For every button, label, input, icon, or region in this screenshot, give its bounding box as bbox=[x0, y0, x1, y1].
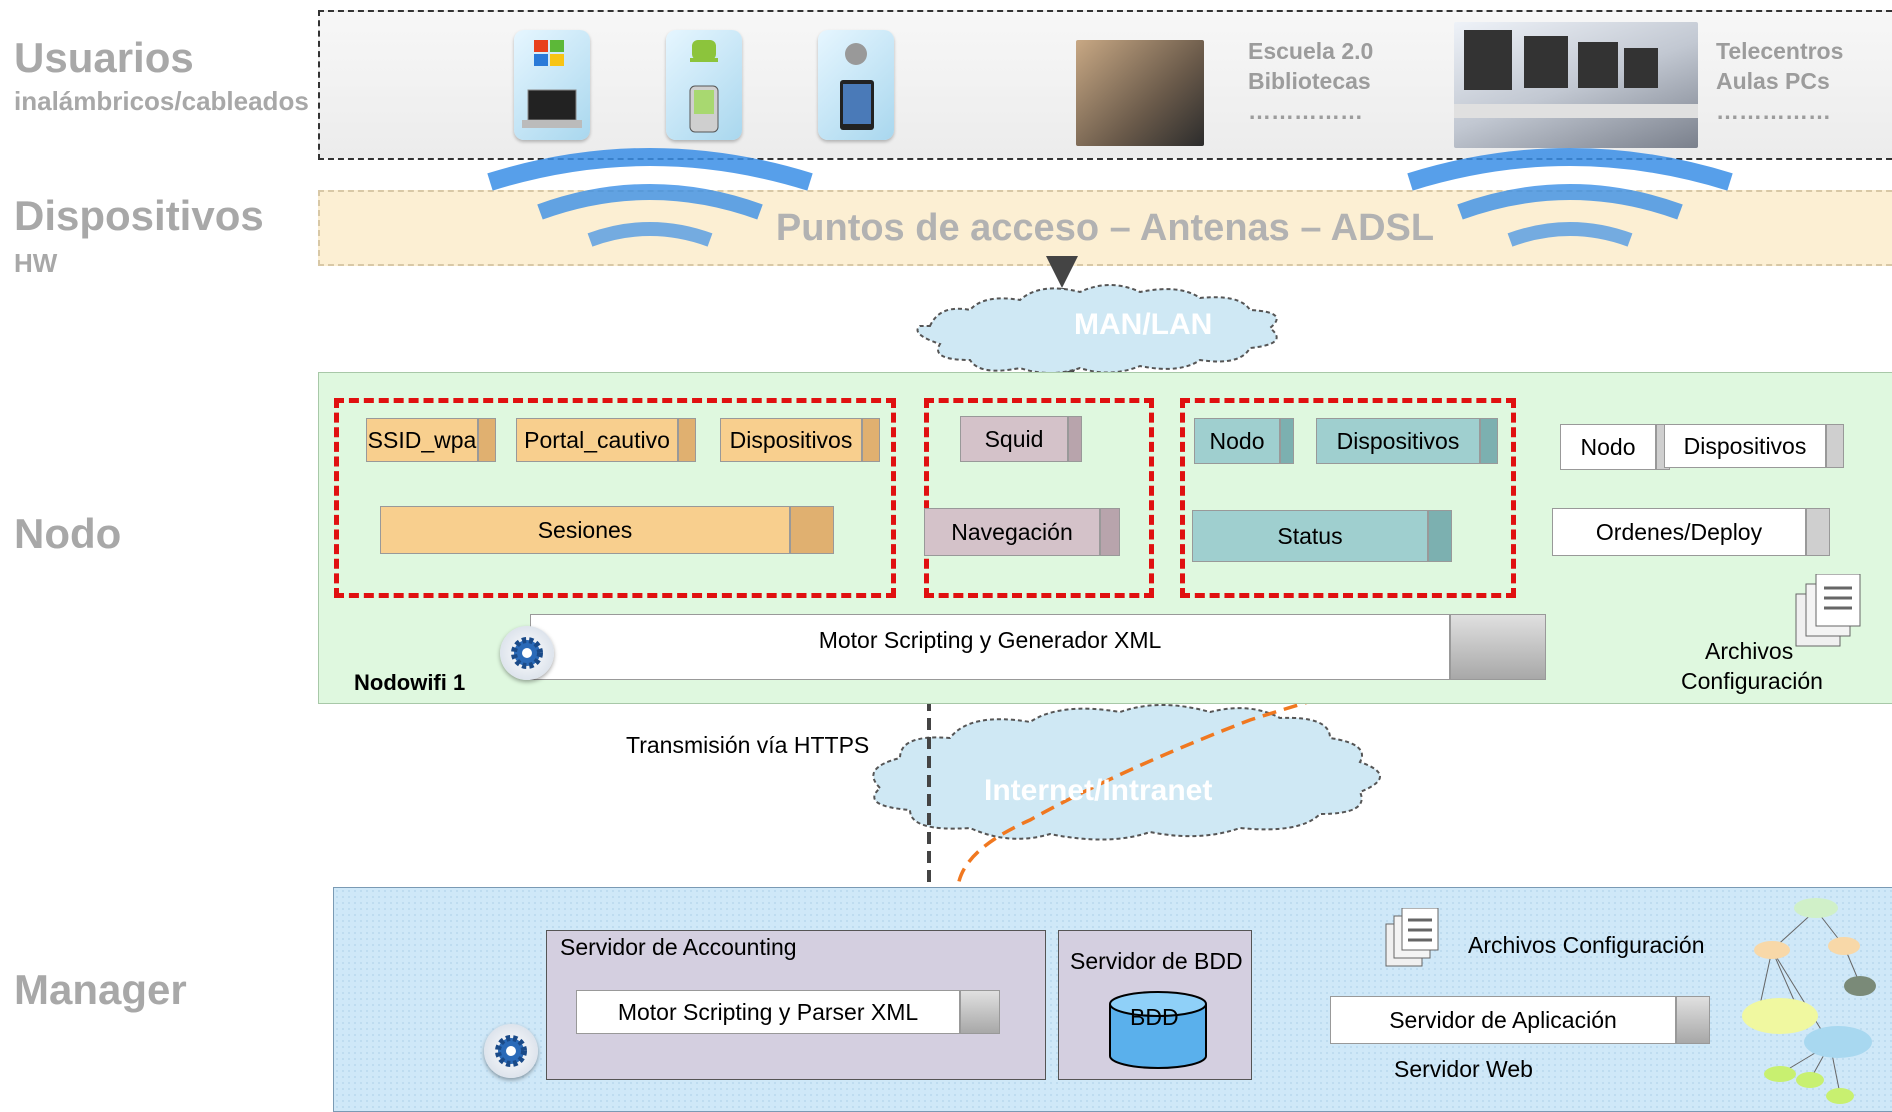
manager-archivos-label: Archivos Configuración bbox=[1468, 932, 1705, 958]
nodo-name: Nodowifi 1 bbox=[354, 670, 466, 695]
sesiones-group-box bbox=[334, 398, 896, 598]
ordenes-dispositivos-box: Dispositivos bbox=[1664, 424, 1844, 468]
users-group2-line3: …………… bbox=[1716, 98, 1831, 124]
android-phone-icon bbox=[666, 30, 742, 140]
windows-laptop-icon bbox=[514, 30, 590, 140]
layer-subtitle-dispositivos: HW bbox=[14, 248, 58, 278]
accounting-title: Servidor de Accounting bbox=[560, 934, 797, 960]
status-group-box bbox=[1180, 398, 1516, 598]
nodo-archivos-line2: Configuración bbox=[1681, 668, 1823, 694]
sesiones-dispositivos-box: Dispositivos bbox=[720, 418, 880, 462]
status-label: Status bbox=[1192, 510, 1428, 562]
users-group1-label: Escuela 2.0 Bibliotecas …………… bbox=[1248, 36, 1373, 126]
nodo-archivos-line1: Archivos bbox=[1705, 638, 1794, 664]
motor-generador-label: Motor Scripting y Generador XML bbox=[530, 614, 1450, 680]
motor-generador-box: Motor Scripting y Generador XML bbox=[530, 614, 1546, 680]
web-label: Servidor Web bbox=[1394, 1056, 1533, 1082]
hierarchy-tree-thumbnail bbox=[1742, 898, 1876, 1104]
wifi-signal-icon-right bbox=[1407, 148, 1733, 247]
layer-title-usuarios: Usuarios bbox=[14, 34, 194, 81]
aplicacion-box: Servidor de Aplicación bbox=[1330, 996, 1710, 1044]
sesiones-box: Sesiones bbox=[380, 506, 834, 554]
man-lan-cloud bbox=[916, 284, 1278, 374]
tablet-user-photo bbox=[1076, 40, 1204, 146]
portal-cautivo-label: Portal_cautivo bbox=[516, 418, 678, 462]
layer-title-nodo: Nodo bbox=[14, 510, 122, 557]
squid-box: Squid bbox=[960, 416, 1082, 462]
wifi-signal-icon-left bbox=[487, 148, 813, 247]
layer-subtitle-usuarios: inalámbricos/cableados bbox=[14, 86, 309, 116]
status-dispositivos-label: Dispositivos bbox=[1316, 418, 1480, 464]
computer-lab-photo bbox=[1454, 22, 1698, 148]
squid-label: Squid bbox=[960, 416, 1068, 462]
parser-label: Motor Scripting y Parser XML bbox=[576, 990, 960, 1034]
portal-cautivo-box: Portal_cautivo bbox=[516, 418, 696, 462]
aplicacion-label: Servidor de Aplicación bbox=[1330, 996, 1676, 1044]
users-group2-line1: Telecentros bbox=[1716, 38, 1844, 64]
navegacion-group-box bbox=[924, 398, 1154, 598]
manager-gear-icon bbox=[484, 1024, 538, 1078]
sesiones-label: Sesiones bbox=[380, 506, 790, 554]
navegacion-box: Navegación bbox=[924, 508, 1120, 556]
layer-title-manager: Manager bbox=[14, 966, 187, 1013]
status-dispositivos-box: Dispositivos bbox=[1316, 418, 1498, 464]
ordenes-nodo-box: Nodo bbox=[1560, 424, 1670, 470]
users-group1-line3: …………… bbox=[1248, 98, 1363, 124]
documents-icon bbox=[1794, 573, 1864, 653]
users-group2-line2: Aulas PCs bbox=[1716, 68, 1830, 94]
bdd-label: BDD bbox=[1130, 1004, 1179, 1030]
bdd-title: Servidor de BDD bbox=[1070, 948, 1243, 974]
layer-title-dispositivos: Dispositivos bbox=[14, 192, 264, 239]
gear-icon bbox=[500, 626, 554, 680]
users-group1-line2: Bibliotecas bbox=[1248, 68, 1371, 94]
ordenes-dispositivos-label: Dispositivos bbox=[1664, 424, 1826, 468]
man-lan-label: MAN/LAN bbox=[1074, 308, 1213, 341]
ssid-wpa-label: SSID_wpa bbox=[366, 418, 478, 462]
status-nodo-box: Nodo bbox=[1194, 418, 1294, 464]
ordenes-label: Ordenes/Deploy bbox=[1552, 508, 1806, 556]
ssid-wpa-box: SSID_wpa bbox=[366, 418, 496, 462]
ordenes-box: Ordenes/Deploy bbox=[1552, 508, 1830, 556]
status-nodo-label: Nodo bbox=[1194, 418, 1280, 464]
internet-label: Internet/Intranet bbox=[984, 774, 1213, 807]
users-group2-label: Telecentros Aulas PCs …………… bbox=[1716, 36, 1843, 126]
sesiones-dispositivos-label: Dispositivos bbox=[720, 418, 862, 462]
navegacion-label: Navegación bbox=[924, 508, 1100, 556]
hw-band-label: Puntos de acceso – Antenas – ADSL bbox=[775, 207, 1435, 249]
transmision-label: Transmisión vía HTTPS bbox=[626, 732, 870, 758]
parser-box: Motor Scripting y Parser XML bbox=[576, 990, 1000, 1034]
ordenes-nodo-label: Nodo bbox=[1560, 424, 1656, 470]
users-group1-line1: Escuela 2.0 bbox=[1248, 38, 1374, 64]
apple-tablet-icon bbox=[818, 30, 894, 140]
status-box: Status bbox=[1192, 510, 1452, 562]
database-icon bbox=[1108, 990, 1208, 1070]
manager-documents-icon bbox=[1384, 907, 1444, 973]
